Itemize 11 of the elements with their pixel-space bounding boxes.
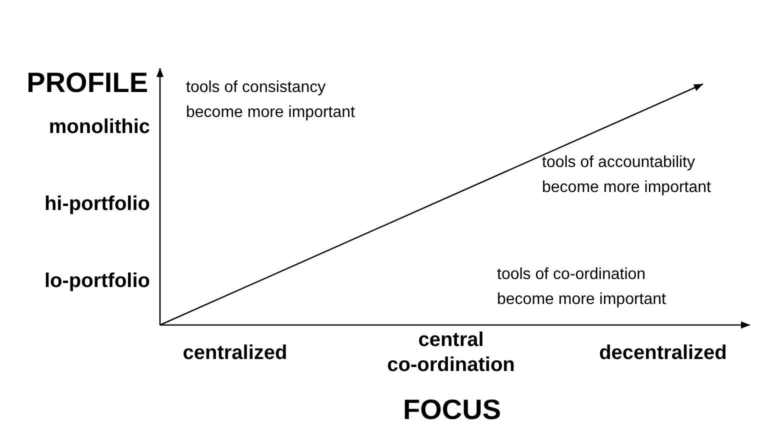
axis-label: central co-ordination — [386, 328, 516, 378]
axis-label: lo-portfolio — [43, 269, 150, 294]
axis-label: decentralized — [598, 341, 728, 366]
axis-label: PROFILE — [26, 66, 148, 100]
axis-label: hi-portfolio — [43, 192, 150, 217]
annotation-text: tools of consistancy become more important — [186, 78, 356, 123]
axis-label: centralized — [182, 341, 288, 366]
axis-label: monolithic — [48, 115, 150, 140]
annotation-text: tools of accountability become more important — [542, 153, 712, 198]
annotation-text: tools of co-ordination become more important — [497, 265, 667, 310]
axis-label: FOCUS — [402, 393, 502, 427]
